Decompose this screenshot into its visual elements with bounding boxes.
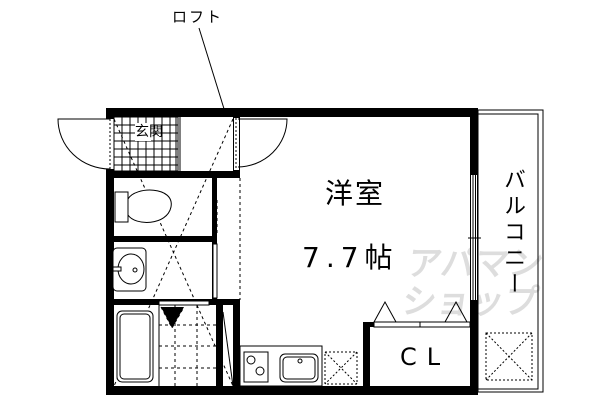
loft-dashed-lines <box>113 118 241 387</box>
wash-basin <box>112 247 147 292</box>
toilet <box>114 189 172 223</box>
room-size: 7.7帖 <box>302 241 399 274</box>
balcony <box>477 109 544 393</box>
loft-label: ロフト <box>172 8 224 26</box>
bath-floor-grid <box>159 305 216 386</box>
kitchen-counter <box>239 345 323 387</box>
bathtub <box>116 310 154 383</box>
room-name: 洋室 <box>325 177 386 210</box>
loft-pointer-line <box>198 27 226 113</box>
balcony-label: バルコニー <box>500 168 525 298</box>
fridge-space <box>324 351 358 385</box>
entrance-label: 玄関 <box>135 123 163 141</box>
entrance-door-swing <box>57 118 111 170</box>
room-door-swing <box>237 118 288 168</box>
closet-label: CL <box>400 343 451 371</box>
closet-doors <box>373 321 471 328</box>
balcony-hatch <box>485 332 533 381</box>
